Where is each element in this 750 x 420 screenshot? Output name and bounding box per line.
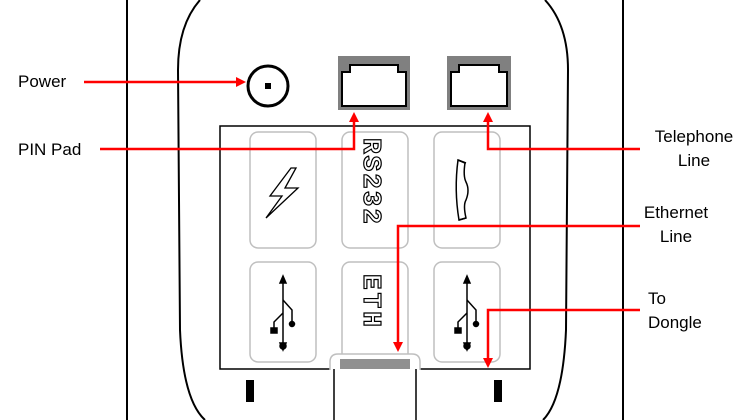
telephone-line-label-1: Telephone bbox=[654, 127, 734, 146]
device-foot-right bbox=[494, 380, 502, 402]
telephone-line-label-2: Line bbox=[677, 151, 711, 170]
dongle-label-2: Dongle bbox=[648, 313, 702, 332]
ethernet-arrowhead bbox=[393, 342, 403, 352]
telephone-handset-icon bbox=[455, 158, 469, 221]
lightning-icon bbox=[265, 167, 300, 219]
power-arrowhead bbox=[236, 77, 246, 87]
slot-usb-left bbox=[249, 261, 317, 363]
dongle-arrowhead bbox=[483, 358, 493, 368]
callout-arrows bbox=[84, 80, 640, 360]
telephone-line-label: Telephone Line bbox=[644, 125, 744, 173]
ethernet-line-label: Ethernet Line bbox=[626, 201, 726, 249]
dongle-label: To Dongle bbox=[648, 287, 702, 335]
power-jack-icon bbox=[246, 64, 290, 108]
device-housing bbox=[176, 0, 570, 420]
usb-icon bbox=[270, 274, 296, 352]
slot-telephone bbox=[433, 131, 501, 249]
callout-arrowheads bbox=[236, 77, 493, 368]
rj45-jack-icon bbox=[338, 56, 410, 110]
dongle-connector bbox=[329, 353, 421, 420]
pin-pad-label: PIN Pad bbox=[18, 140, 82, 159]
rs232-label: RS232 bbox=[356, 138, 386, 226]
dongle-label-1: To bbox=[648, 289, 666, 308]
slot-rs232 bbox=[341, 131, 409, 249]
slot-power bbox=[249, 131, 317, 249]
telephone-arrowhead bbox=[483, 112, 493, 122]
slot-usb-right bbox=[433, 261, 501, 363]
usb-icon bbox=[454, 274, 480, 352]
eth-label: ETH bbox=[356, 274, 386, 330]
pin-pad-arrowhead bbox=[349, 112, 359, 122]
power-label: Power bbox=[18, 72, 67, 91]
rj11-jack-icon bbox=[447, 56, 511, 110]
device-foot-left bbox=[246, 380, 254, 402]
ethernet-line-label-1: Ethernet bbox=[643, 203, 709, 222]
ethernet-line-label-2: Line bbox=[659, 227, 693, 246]
